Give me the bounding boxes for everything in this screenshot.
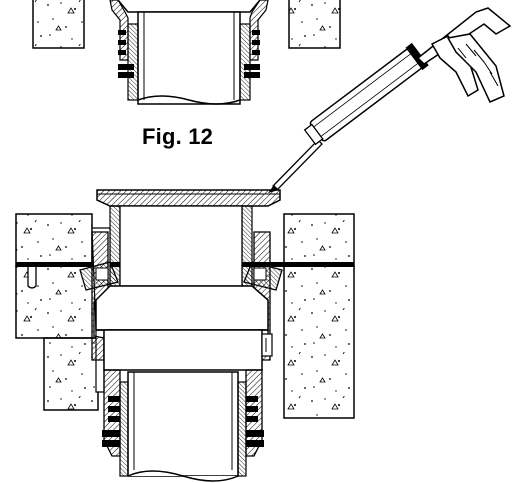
concrete-block-right <box>288 0 341 49</box>
pipe <box>137 11 241 105</box>
sealing-gaskets <box>102 396 264 447</box>
bottom-main-drawing <box>15 189 355 482</box>
concrete-slab-lower-right <box>283 265 355 419</box>
caulk-gun-trigger <box>446 33 505 103</box>
caulk-gun-nozzle <box>272 139 323 191</box>
concrete-slab-upper-right <box>283 213 355 267</box>
strainer-grate <box>96 189 281 207</box>
figure-caption: Fig. 12 <box>142 124 214 149</box>
concrete-block-left <box>32 0 85 49</box>
concrete-slab-upper-left <box>15 213 93 267</box>
top-partial-drawing <box>32 0 341 105</box>
caulk-gun <box>268 7 512 193</box>
drain-outlet-chamber <box>103 329 263 371</box>
outlet-pipe <box>127 371 239 477</box>
